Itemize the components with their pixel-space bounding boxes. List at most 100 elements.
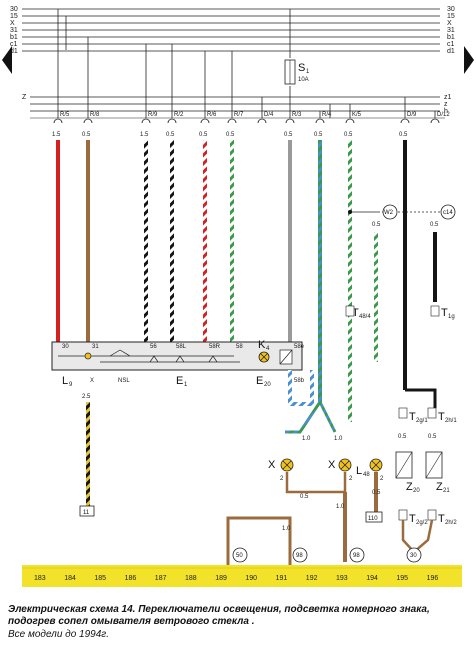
size-heater-ground: 1.0 xyxy=(336,504,345,510)
wire-dimmer-loop xyxy=(288,370,314,406)
wire-heater-ground xyxy=(343,492,347,562)
size-w2: 0.5 xyxy=(372,222,381,228)
wire-green-white xyxy=(230,140,234,342)
conn-t1g-sub: 1g xyxy=(448,314,455,320)
size-x-1: 1.0 xyxy=(302,436,311,442)
wire-gray-black xyxy=(170,140,174,342)
bus-right-z1: z1 xyxy=(444,94,452,101)
size-z20-in: 0.5 xyxy=(398,434,407,440)
l9-pin-x: X xyxy=(90,378,94,384)
fuse-rating: 10A xyxy=(298,77,309,83)
wire-code-d4: D/4 xyxy=(264,112,274,118)
grid-number: 189 xyxy=(215,575,227,582)
switch-internals xyxy=(58,349,293,365)
size-x-2: 1.0 xyxy=(334,436,343,442)
wire-sizes: 1.5 0.5 1.5 0.5 0.5 0.5 0.5 0.5 0.5 0.5 xyxy=(52,132,408,138)
grid-number: 191 xyxy=(276,575,288,582)
conn-t2h2-sub: 2h/2 xyxy=(445,520,457,526)
conn-t2g2-sub: 2g/2 xyxy=(416,520,428,526)
size-z21-in: 0.5 xyxy=(428,434,437,440)
comp-l9: L xyxy=(62,375,68,387)
grid-number: 192 xyxy=(306,575,318,582)
wire-green-blue xyxy=(318,140,322,402)
pin-30: 30 xyxy=(62,344,69,350)
pin-58e: 58e xyxy=(294,344,305,350)
pin-x-left: 2 xyxy=(280,476,284,482)
node-98-a xyxy=(292,547,308,563)
bus-right-30: 30 xyxy=(447,6,455,13)
wire-red-white xyxy=(203,140,207,342)
wire-code-r9: R/9 xyxy=(148,112,158,118)
size-ground-50: 1.0 xyxy=(282,526,291,532)
node-c14-label: c14 xyxy=(443,210,453,216)
bus-left-31: 31 xyxy=(10,27,18,34)
bus-right-b1: b1 xyxy=(447,34,455,41)
wiring-diagram: 30 15 X 31 b1 c1 d1 30 15 X 31 b1 c1 d1 … xyxy=(2,6,474,587)
node-98-b xyxy=(349,547,365,563)
connector-arcs xyxy=(53,118,440,124)
wire-l48-feed xyxy=(374,232,378,362)
switch-nsl: NSL xyxy=(118,378,130,384)
node-30-label: 30 xyxy=(410,553,417,559)
grid-number: 188 xyxy=(185,575,197,582)
comp-e20: E xyxy=(256,375,263,387)
wire-code-r2: R/2 xyxy=(174,112,184,118)
wire-code-d12: D/12 xyxy=(437,112,450,118)
wire-size-8: 0.5 xyxy=(314,132,323,138)
top-bus-lines xyxy=(22,8,440,52)
wire-size-1: 1.5 xyxy=(52,132,61,138)
comp-z21-sub: 21 xyxy=(443,488,450,494)
grid-number: 186 xyxy=(125,575,137,582)
conn-t48: T xyxy=(352,307,359,319)
node-98-b-label: 98 xyxy=(353,553,360,559)
l9-wire-size: 2.5 xyxy=(82,394,91,400)
node-50 xyxy=(232,547,248,563)
continuation-arrow-right-icon xyxy=(464,46,474,74)
pin-x-right: 2 xyxy=(349,476,353,482)
node-50-label: 50 xyxy=(236,553,243,559)
conn-t2h2: T xyxy=(438,513,445,525)
conn-t1g: T xyxy=(441,307,448,319)
bus-left-c1: c1 xyxy=(10,41,18,48)
bus-right-15: 15 xyxy=(447,13,455,20)
grid-number: 196 xyxy=(427,575,439,582)
bus-left-30: 30 xyxy=(10,6,18,13)
bus-left-b1: b1 xyxy=(10,34,18,41)
node-30 xyxy=(406,547,422,563)
wire-size-5: 0.5 xyxy=(199,132,208,138)
wire-yellow-black xyxy=(86,402,90,506)
wire-heater-link xyxy=(285,472,347,494)
node-w2 xyxy=(382,204,398,220)
continuation-arrow-left-icon xyxy=(2,46,12,74)
conn-t2g2: T xyxy=(409,513,416,525)
conn-t2h1-sub: 2h/1 xyxy=(445,418,457,424)
size-c14: 0.5 xyxy=(430,222,439,228)
node-c14 xyxy=(440,204,456,220)
ground-11: 11 xyxy=(83,510,90,516)
wire-size-6: 0.5 xyxy=(226,132,235,138)
wire-black-white xyxy=(144,140,148,342)
bus-left-x: X xyxy=(10,20,15,27)
ground-strip xyxy=(22,565,462,587)
comp-l9-sub: 9 xyxy=(69,382,73,388)
grid-number: 187 xyxy=(155,575,167,582)
bus-labels-left: 30 15 X 31 b1 c1 d1 xyxy=(10,6,18,55)
wire-size-7: 0.5 xyxy=(284,132,293,138)
grid-number: 190 xyxy=(245,575,257,582)
ground-11-box xyxy=(79,505,95,517)
wire-code-r5: R/5 xyxy=(60,112,70,118)
pin-56: 56 xyxy=(150,344,157,350)
comp-l48: L xyxy=(356,465,362,477)
ground-110: 110 xyxy=(368,516,378,522)
pin-l48: 2 xyxy=(380,476,384,482)
comp-l48-sub: 48 xyxy=(363,472,370,478)
wire-codes: R/5 R/8 R/9 R/2 R/6 R/7 D/4 R/3 R/4 K/5 … xyxy=(60,112,450,118)
wire-brown xyxy=(86,140,90,342)
bus-left-d1: d1 xyxy=(10,48,18,55)
wire-code-r6: R/6 xyxy=(207,112,217,118)
bus-drop-lines xyxy=(57,9,436,118)
grid-number: 193 xyxy=(336,575,348,582)
grid-number: 194 xyxy=(366,575,378,582)
